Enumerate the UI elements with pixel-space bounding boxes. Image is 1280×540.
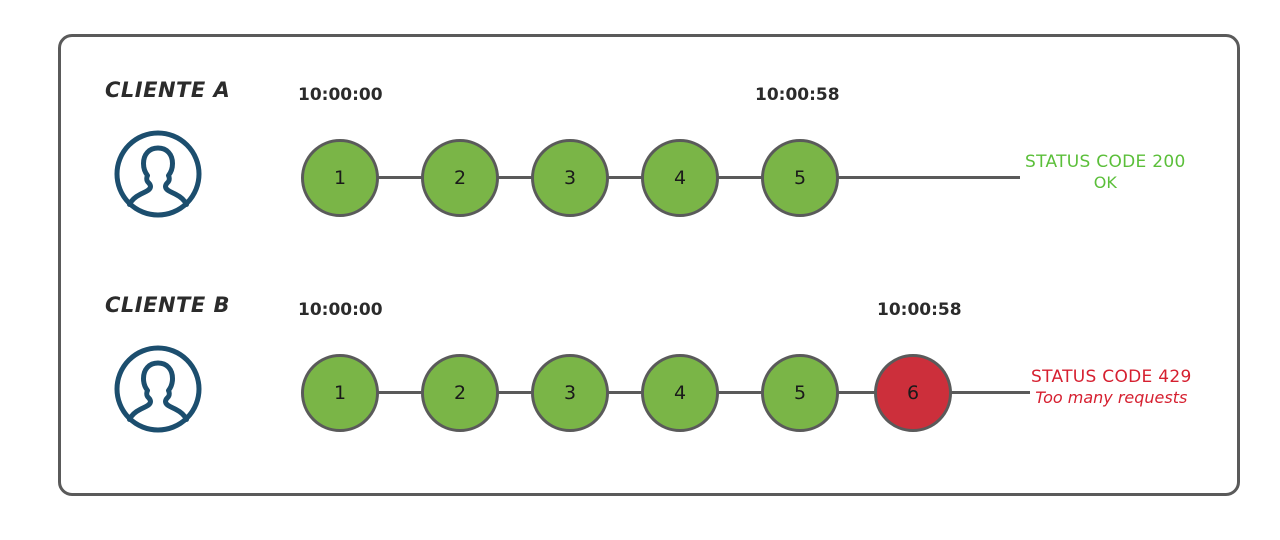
user-avatar-icon (112, 343, 204, 435)
diagram-frame (58, 34, 1240, 496)
status-text-line: OK (1093, 173, 1117, 193)
timestamp-end-a: 10:00:58 (755, 85, 840, 105)
client-label-a: CLIENTE A (105, 78, 231, 102)
status-label-b: STATUS CODE 429 Too many requests (1031, 367, 1192, 408)
user-avatar-icon (112, 128, 204, 220)
timestamp-start-a: 10:00:00 (298, 85, 383, 105)
status-text-line: Too many requests (1035, 388, 1188, 408)
status-code-line: STATUS CODE 200 (1025, 152, 1186, 172)
timestamp-end-b: 10:00:58 (877, 300, 962, 320)
client-label-b: CLIENTE B (105, 293, 231, 317)
timestamp-start-b: 10:00:00 (298, 300, 383, 320)
status-label-a: STATUS CODE 200 OK (1025, 152, 1186, 193)
status-code-line: STATUS CODE 429 (1031, 367, 1192, 387)
